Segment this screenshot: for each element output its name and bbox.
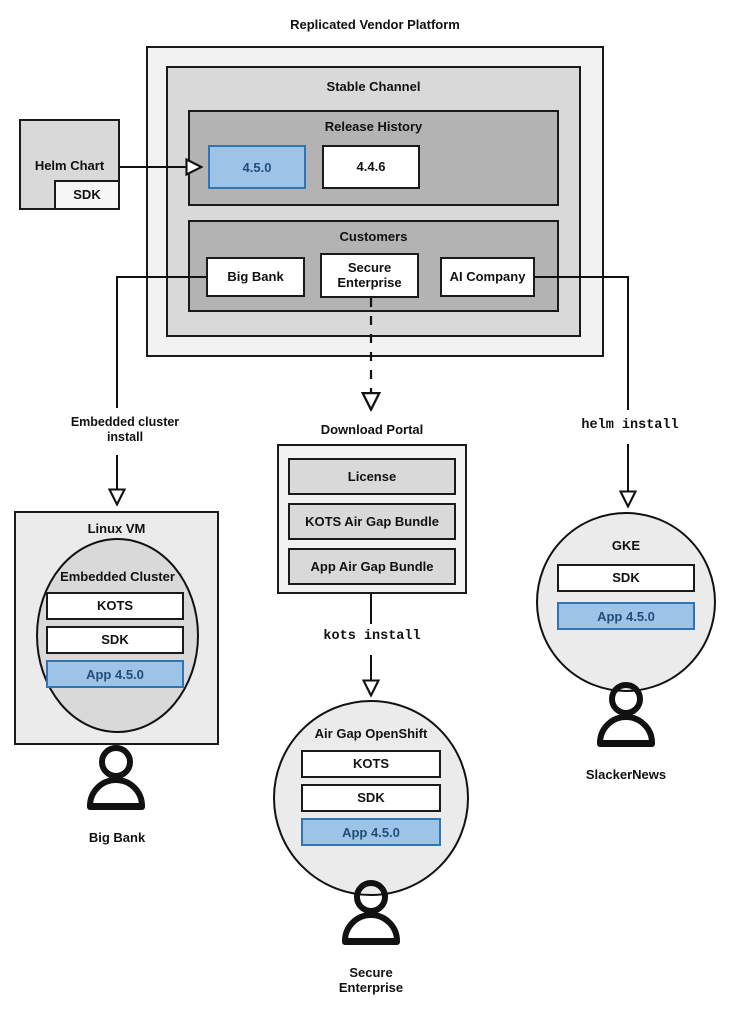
- component-label: KOTS: [352, 755, 390, 771]
- customers-title: Customers: [339, 229, 408, 244]
- component-label: App 4.5.0: [342, 824, 400, 840]
- artifact-label: License: [347, 469, 397, 484]
- customer-box-big-bank[interactable]: Big Bank: [206, 257, 305, 297]
- helm-chart-label: Helm Chart: [34, 158, 105, 173]
- page-title: Replicated Vendor Platform: [290, 17, 460, 32]
- gke-component-sdk[interactable]: SDK: [557, 564, 695, 592]
- helm-install-label: helm install: [581, 418, 679, 433]
- release-box-4-4-6[interactable]: 4.4.6: [322, 145, 420, 189]
- release-history-title: Release History: [324, 119, 423, 134]
- release-version-label: 4.5.0: [242, 159, 272, 175]
- release-version-label: 4.4.6: [356, 158, 386, 174]
- component-label: KOTS: [96, 597, 134, 613]
- customer-box-secure-enterprise[interactable]: Secure Enterprise: [320, 253, 419, 298]
- customer-box-ai-company[interactable]: AI Company: [440, 257, 535, 297]
- release-box-4-5-0[interactable]: 4.5.0: [208, 145, 306, 189]
- component-label: App 4.5.0: [597, 608, 655, 624]
- person-icon-big-bank: [87, 745, 145, 810]
- airgap-component-kots[interactable]: KOTS: [301, 750, 441, 778]
- embedded-cluster-title: Embedded Cluster: [60, 569, 175, 584]
- airgap-component-sdk[interactable]: SDK: [301, 784, 441, 812]
- gke-customer-label: SlackerNews: [585, 767, 667, 782]
- stable-channel-title: Stable Channel: [326, 79, 421, 94]
- customer-label: Big Bank: [227, 268, 284, 284]
- embedded-cluster-install-label: Embedded cluster install: [70, 415, 180, 444]
- helm-chart-sdk-box[interactable]: SDK: [54, 180, 120, 210]
- linux-vm-component-sdk[interactable]: SDK: [46, 626, 184, 654]
- airgap-openshift-title: Air Gap OpenShift: [314, 726, 428, 741]
- component-label: SDK: [612, 569, 640, 585]
- artifact-label: KOTS Air Gap Bundle: [305, 514, 439, 529]
- person-icon-slackernews: [597, 682, 655, 747]
- portal-artifact-license[interactable]: License: [288, 458, 456, 495]
- portal-artifact-app-air-gap-bundle[interactable]: App Air Gap Bundle: [288, 548, 456, 585]
- customer-label: Secure Enterprise: [337, 259, 402, 290]
- linux-vm-component-kots[interactable]: KOTS: [46, 592, 184, 620]
- portal-artifact-kots-air-gap-bundle[interactable]: KOTS Air Gap Bundle: [288, 503, 456, 540]
- gke-component-app[interactable]: App 4.5.0: [557, 602, 695, 630]
- sdk-label: SDK: [73, 186, 101, 202]
- kots-install-label: kots install: [323, 629, 421, 644]
- component-label: SDK: [101, 631, 129, 647]
- linux-vm-component-app[interactable]: App 4.5.0: [46, 660, 184, 688]
- component-label: App 4.5.0: [86, 666, 144, 682]
- download-portal-title: Download Portal: [320, 422, 424, 437]
- gke-title: GKE: [611, 538, 641, 553]
- customer-label: AI Company: [449, 268, 526, 284]
- airgap-component-app[interactable]: App 4.5.0: [301, 818, 441, 846]
- linux-vm-customer-label: Big Bank: [88, 830, 146, 845]
- component-label: SDK: [357, 789, 385, 805]
- airgap-customer-label: Secure Enterprise: [338, 965, 404, 996]
- artifact-label: App Air Gap Bundle: [310, 559, 434, 574]
- linux-vm-title: Linux VM: [87, 521, 146, 536]
